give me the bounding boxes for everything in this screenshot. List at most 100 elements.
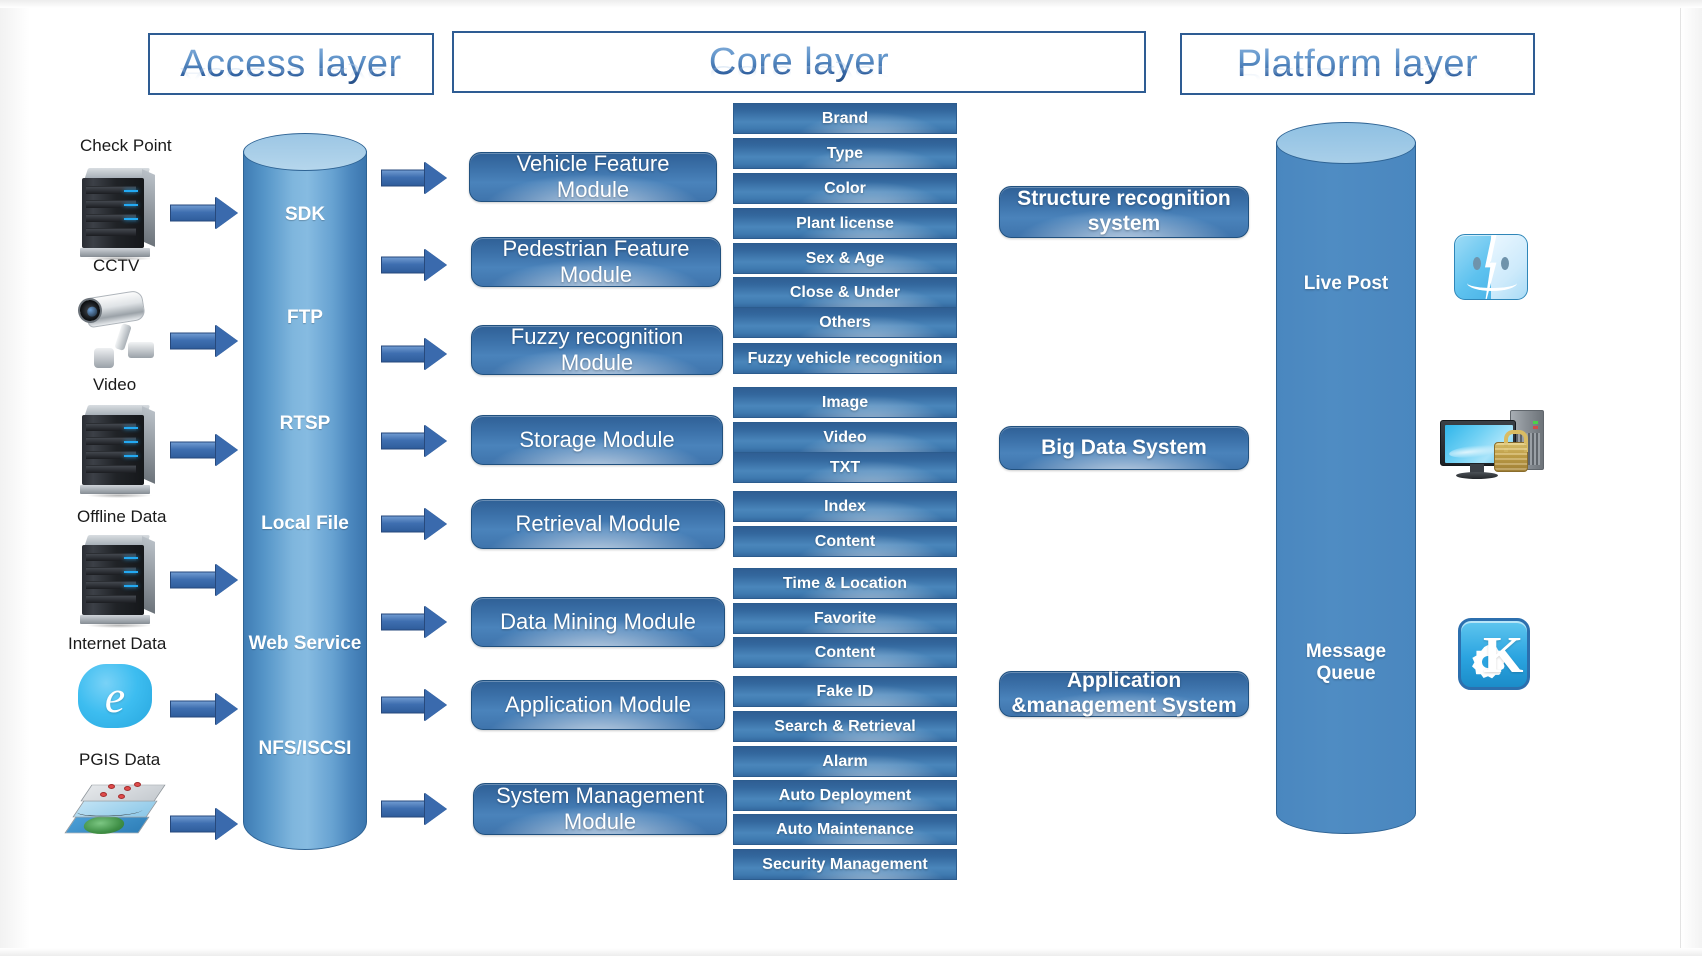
core-attribute-content[interactable]: Content: [733, 526, 957, 557]
arrow-head: [425, 793, 447, 825]
platform-system-structure-recognition-system[interactable]: Structure recognition system: [999, 186, 1249, 238]
arrow-shaft: [381, 169, 425, 187]
arrow-head: [216, 693, 238, 725]
source-icon-internet-data: e: [78, 660, 152, 732]
source-label-pgis-data: PGIS Data: [79, 750, 161, 769]
arrow-shaft: [170, 815, 216, 833]
arrow-head: [216, 197, 238, 229]
protocol-label-rtsp: RTSP: [279, 413, 331, 434]
arrow-head: [216, 808, 238, 840]
core-attribute-alarm[interactable]: Alarm: [733, 746, 957, 777]
core-module-fuzzy-recognition-module[interactable]: Fuzzy recognition Module: [471, 324, 723, 375]
arrow-head: [216, 564, 238, 596]
core-attribute-type[interactable]: Type: [733, 138, 957, 169]
core-module-system-management-module[interactable]: System Management Module: [473, 783, 727, 835]
core-module-pedestrian-feature-module[interactable]: Pedestrian Feature Module: [471, 236, 721, 287]
core-arrow-7: [381, 689, 447, 721]
page-edge-left: [0, 0, 30, 956]
core-attribute-fake-id[interactable]: Fake ID: [733, 676, 957, 707]
core-attribute-auto-deployment[interactable]: Auto Deployment: [733, 780, 957, 811]
arrow-head: [425, 338, 447, 370]
core-attribute-plant-license[interactable]: Plant license: [733, 208, 957, 239]
source-icon-pgis-data: [64, 776, 166, 844]
source-label-cctv: CCTV: [93, 256, 140, 275]
source-label-video: Video: [93, 375, 137, 394]
core-attribute-security-management[interactable]: Security Management: [733, 849, 957, 880]
arrow-head: [425, 425, 447, 457]
server-icon: [80, 168, 158, 261]
core-attribute-search-retrieval[interactable]: Search & Retrieval: [733, 711, 957, 742]
arrow-shaft: [381, 696, 425, 714]
core-arrow-5: [381, 508, 447, 540]
core-attribute-auto-maintenance[interactable]: Auto Maintenance: [733, 814, 957, 845]
core-attribute-time-location[interactable]: Time & Location: [733, 568, 957, 599]
core-arrow-1: [381, 162, 447, 194]
core-module-storage-module[interactable]: Storage Module: [471, 415, 723, 465]
platform-system-big-data-system[interactable]: Big Data System: [999, 426, 1249, 470]
access-arrow-offline-data: [170, 564, 238, 596]
core-attribute-index[interactable]: Index: [733, 491, 957, 522]
core-attribute-fuzzy-vehicle-recognition[interactable]: Fuzzy vehicle recognition: [733, 343, 957, 374]
core-module-retrieval-module[interactable]: Retrieval Module: [471, 499, 725, 549]
core-module-vehicle-feature-module[interactable]: Vehicle Feature Module: [469, 151, 717, 202]
browser-icon: e: [78, 660, 152, 732]
arrow-shaft: [170, 204, 216, 222]
arrow-shaft: [170, 441, 216, 459]
core-attribute-sex-age[interactable]: Sex & Age: [733, 243, 957, 274]
secure-workstation-icon-glyph: [1440, 406, 1548, 484]
protocol-label-web-service: Web Service: [248, 633, 362, 654]
secure-workstation-icon: [1440, 406, 1548, 484]
kde-icon-glyph: K: [1458, 618, 1530, 690]
core-attribute-content[interactable]: Content: [733, 637, 957, 668]
cylinder-top-ellipse: [243, 133, 367, 171]
access-arrow-cctv: [170, 325, 238, 357]
arrow-head: [425, 249, 447, 281]
core-arrow-3: [381, 338, 447, 370]
arrow-head: [216, 325, 238, 357]
platform-system-application-management-system[interactable]: Application &management System: [999, 669, 1249, 717]
core-attribute-others[interactable]: Others: [733, 307, 957, 338]
core-attribute-color[interactable]: Color: [733, 173, 957, 204]
arrow-head: [425, 606, 447, 638]
finder-icon: [1454, 234, 1528, 300]
protocol-label-ftp: FTP: [287, 307, 323, 328]
layer-header-reflection: Access layer: [180, 62, 402, 86]
protocol-label-sdk: SDK: [284, 204, 326, 225]
page-edge-top: [0, 0, 1702, 8]
page-edge-bottom: [0, 948, 1702, 956]
protocol-label-nfs-iscsi: NFS/ISCSI: [258, 738, 352, 759]
platform-cylinder-label-live-post: Live Post: [1303, 273, 1389, 294]
arrow-shaft: [381, 345, 425, 363]
core-module-application-module[interactable]: Application Module: [471, 680, 725, 730]
source-icon-check-point: [80, 168, 158, 261]
arrow-shaft: [381, 432, 425, 450]
cctv-icon: [72, 288, 164, 374]
core-attribute-txt[interactable]: TXT: [733, 452, 957, 483]
core-attribute-video[interactable]: Video: [733, 422, 957, 453]
layer-header-reflection: Platform layer: [1236, 62, 1479, 86]
page-edge-right: [1680, 0, 1702, 956]
core-attribute-brand[interactable]: Brand: [733, 103, 957, 134]
core-attribute-close-under[interactable]: Close & Under: [733, 277, 957, 308]
core-arrow-6: [381, 606, 447, 638]
arrow-head: [216, 434, 238, 466]
source-label-internet-data: Internet Data: [68, 634, 167, 653]
arrow-shaft: [381, 515, 425, 533]
access-arrow-internet-data: [170, 693, 238, 725]
arrow-shaft: [170, 571, 216, 589]
arrow-shaft: [170, 332, 216, 350]
core-module-data-mining-module[interactable]: Data Mining Module: [471, 597, 725, 647]
arrow-shaft: [381, 613, 425, 631]
cylinder-body: [243, 151, 367, 850]
source-label-offline-data: Offline Data: [77, 507, 167, 526]
finder-icon-glyph: [1454, 234, 1528, 300]
core-attribute-favorite[interactable]: Favorite: [733, 603, 957, 634]
core-attribute-image[interactable]: Image: [733, 387, 957, 418]
source-icon-video: [80, 405, 158, 498]
